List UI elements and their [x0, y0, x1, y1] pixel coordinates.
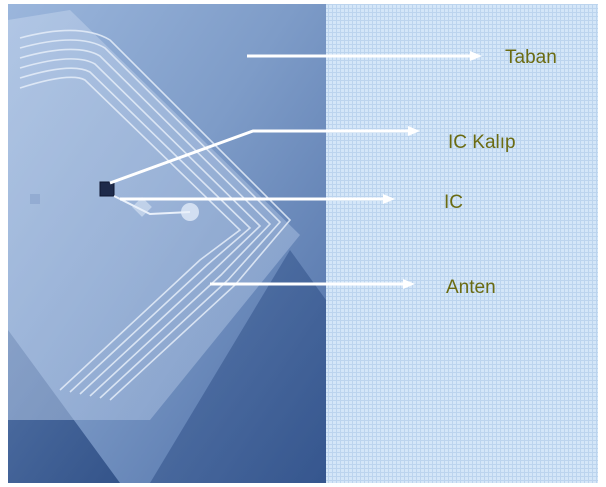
- grid-panel: [326, 4, 598, 483]
- right-arrow-icon: [247, 51, 482, 61]
- photo-panel: [8, 4, 326, 483]
- arrows: [109, 51, 482, 289]
- right-arrow-icon: [210, 279, 415, 289]
- marker: [30, 194, 40, 204]
- right-arrow-icon: [109, 126, 420, 185]
- right-arrow-icon: [120, 194, 395, 204]
- label-substrate: Taban: [505, 47, 557, 68]
- antenna-coil: [19, 29, 292, 401]
- label-ic-die: IC Kalıp: [448, 132, 516, 153]
- tag-card: [8, 10, 300, 420]
- microchip-icon: [99, 181, 115, 197]
- tag-shadow: [150, 250, 326, 483]
- label-ic: IC: [444, 192, 463, 213]
- chip-trace: [113, 195, 191, 216]
- label-antenna: Anten: [446, 277, 496, 298]
